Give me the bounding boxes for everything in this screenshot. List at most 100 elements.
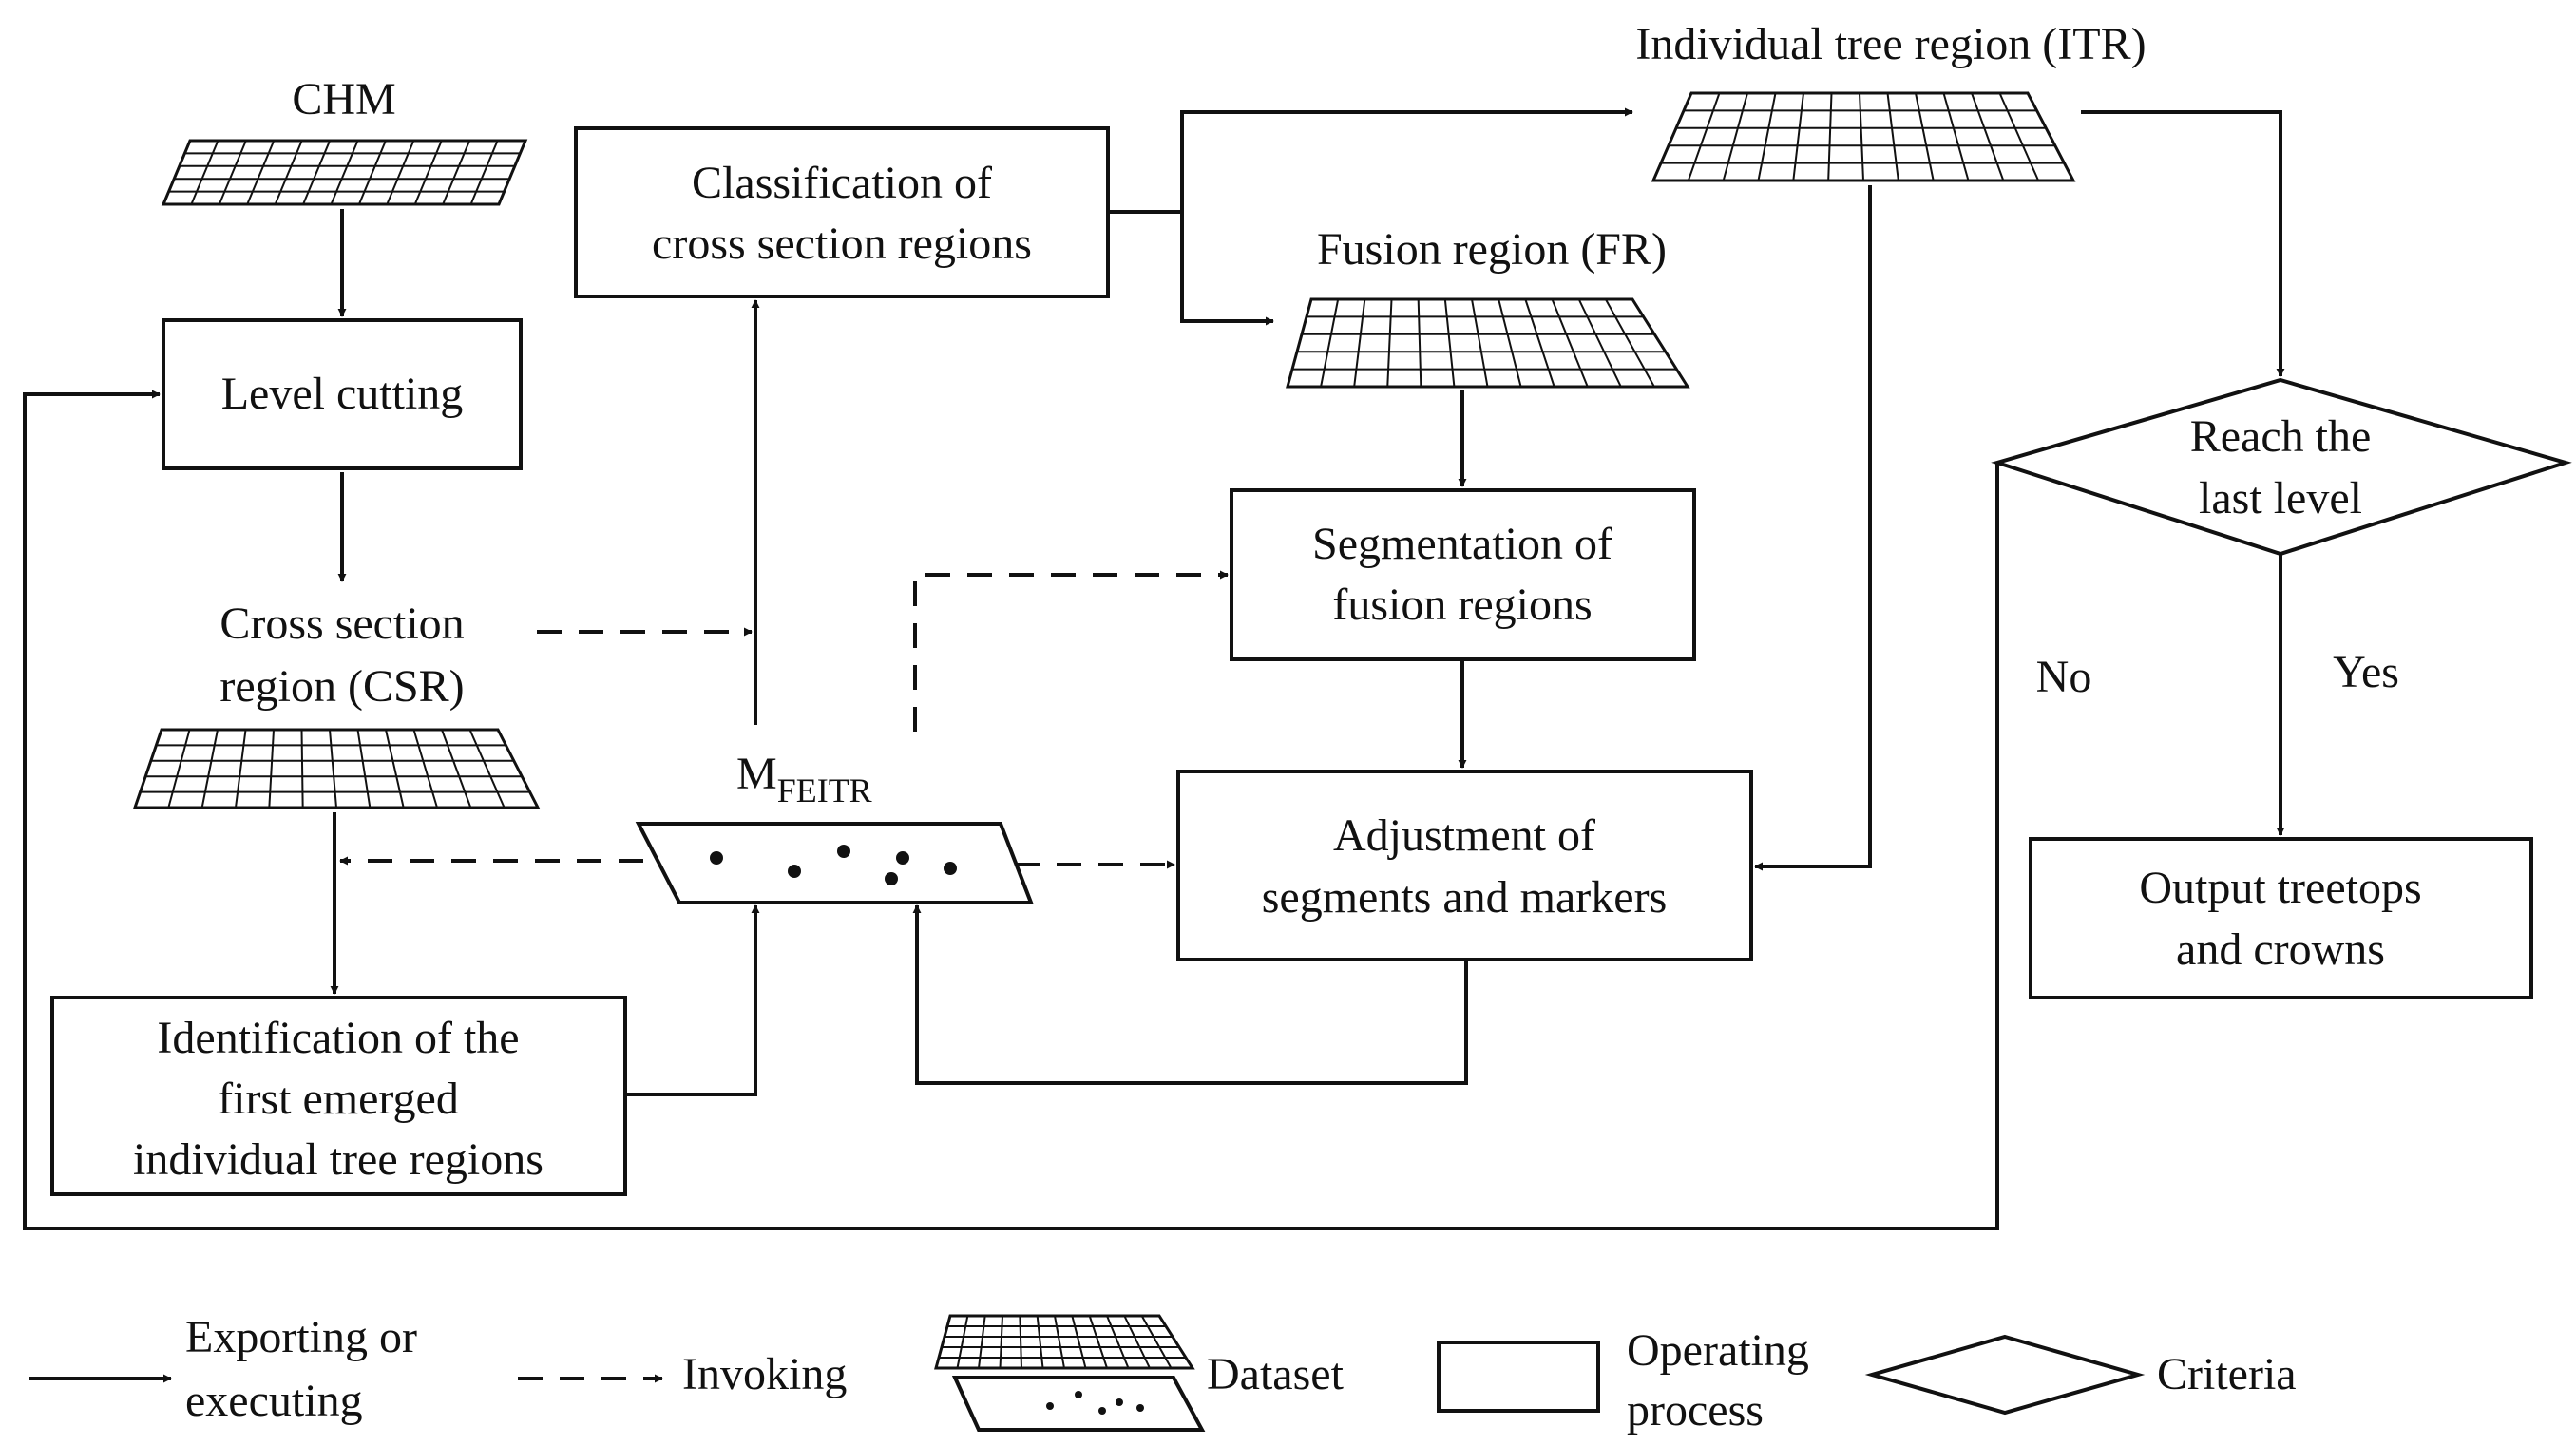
grid-line xyxy=(1353,298,1366,388)
grid-line xyxy=(1757,92,1777,181)
grid-line xyxy=(413,140,443,205)
legend-process-box xyxy=(1437,1341,1600,1413)
mfeitr-marker-dots xyxy=(710,845,957,885)
adjustment-box xyxy=(1176,770,1753,961)
legend-criteria-label: Criteria xyxy=(2157,1349,2297,1399)
grid-line xyxy=(1577,298,1622,388)
grid-line xyxy=(1088,1315,1108,1369)
grid-line xyxy=(956,1315,969,1369)
grid-line xyxy=(268,729,275,809)
grid-line xyxy=(469,140,499,205)
legend-solid-label-line1: Exporting or xyxy=(185,1312,417,1362)
grid-line xyxy=(200,729,219,809)
grid-line xyxy=(412,729,438,809)
output-label-line1: Output treetops xyxy=(2139,863,2421,913)
grid-line xyxy=(1886,92,1899,181)
grid-line xyxy=(1320,298,1340,388)
mfeitr-subscript: FEITR xyxy=(777,771,872,809)
marker-dot xyxy=(896,851,909,865)
legend-marker-dot xyxy=(1075,1391,1082,1398)
grid-line xyxy=(218,140,247,205)
grid-line xyxy=(357,140,387,205)
segmentation-label-line1: Segmentation of xyxy=(1312,519,1612,569)
grid-line xyxy=(1054,1315,1065,1369)
grid-line xyxy=(441,729,472,809)
grid-line xyxy=(1998,92,2040,181)
legend-marker-dot xyxy=(1136,1404,1144,1412)
grid-line xyxy=(1123,1315,1151,1369)
arrow-classification-to-fr xyxy=(1180,212,1274,326)
output-label-line2: and crowns xyxy=(2176,924,2385,975)
grid-line xyxy=(356,729,372,809)
marker-dot xyxy=(837,845,850,858)
legend-dataset-icon xyxy=(934,1314,1195,1370)
identification-box xyxy=(50,996,627,1196)
dashed-connectors xyxy=(339,570,1229,869)
grid-line xyxy=(1915,92,1935,181)
arrow-identification-to-mfeitr xyxy=(625,904,760,1096)
legend: Exporting or executing Invoking Dataset … xyxy=(29,1312,2297,1436)
grid-line xyxy=(442,140,471,205)
grid-line xyxy=(1019,1315,1022,1369)
marker-dot xyxy=(710,851,723,865)
grid-line xyxy=(1140,1315,1173,1369)
legend-dataset-label: Dataset xyxy=(1207,1349,1345,1399)
grid-line xyxy=(1524,298,1555,388)
mfeitr-marker-dataset xyxy=(635,822,1034,904)
chm-label: CHM xyxy=(292,74,395,124)
arrow-itr-to-adjustment xyxy=(1754,185,1872,871)
no-label: No xyxy=(2036,652,2092,702)
csr-label-line2: region (CSR) xyxy=(219,661,464,712)
classification-label-line2: cross section regions xyxy=(652,219,1032,269)
legend-dashed-label: Invoking xyxy=(682,1349,847,1399)
grid-line xyxy=(1106,1315,1130,1369)
grid-line xyxy=(1859,92,1864,181)
legend-criteria-diamond xyxy=(1864,1334,2146,1416)
itr-label: Individual tree region (ITR) xyxy=(1635,19,2146,69)
adjustment-label-line2: segments and markers xyxy=(1262,872,1668,923)
arrow-classification-to-itr xyxy=(1180,107,1633,212)
identification-label-line2: first emerged xyxy=(218,1074,459,1124)
grid-line xyxy=(1827,92,1833,181)
csr-dataset-icon xyxy=(132,728,541,809)
level-cutting-box xyxy=(162,318,523,470)
grid-line xyxy=(330,140,359,205)
grid-line xyxy=(302,140,332,205)
arrow-adjustment-to-mfeitr xyxy=(912,904,1468,1085)
grid-line xyxy=(1942,92,1970,181)
grid-line xyxy=(385,729,405,809)
marker-dot xyxy=(788,865,801,878)
output-box xyxy=(2029,837,2533,999)
grid-line xyxy=(1551,298,1589,388)
arrow-criteria-no-to-level-cutting xyxy=(23,390,1999,1230)
grid-line xyxy=(329,729,337,809)
grid-line xyxy=(1443,298,1456,388)
adjustment-label-line1: Adjustment of xyxy=(1333,810,1595,861)
marker-dot xyxy=(944,862,957,875)
criteria-label-line1: Reach the xyxy=(2190,411,2372,462)
grid-line xyxy=(978,1315,986,1369)
grid-line xyxy=(1722,92,1748,181)
legend-marker-dot xyxy=(1046,1402,1054,1410)
grid-line xyxy=(1792,92,1804,181)
itr-dataset-icon xyxy=(1651,91,2076,182)
legend-marker-dot xyxy=(1098,1407,1106,1415)
grid-outline xyxy=(1286,297,1690,389)
fr-dataset-icon xyxy=(1286,297,1690,389)
dashed-mfeitr-to-segmentation xyxy=(913,570,1229,732)
grid-outline xyxy=(132,728,541,809)
identification-label-line1: Identification of the xyxy=(157,1013,519,1063)
grid-line xyxy=(999,1315,1003,1369)
yes-label: Yes xyxy=(2333,647,2399,697)
legend-process-label-line1: Operating xyxy=(1627,1325,1809,1376)
grid-line xyxy=(1498,298,1522,388)
grid-line xyxy=(468,729,506,809)
legend-marker-dataset xyxy=(951,1376,1206,1432)
mfeitr-main: M xyxy=(736,749,777,799)
grid-line xyxy=(1417,298,1422,388)
grid-line xyxy=(386,140,415,205)
identification-label-line3: individual tree regions xyxy=(133,1134,544,1185)
legend-process-label-line2: process xyxy=(1627,1385,1764,1436)
grid-line xyxy=(1971,92,2005,181)
